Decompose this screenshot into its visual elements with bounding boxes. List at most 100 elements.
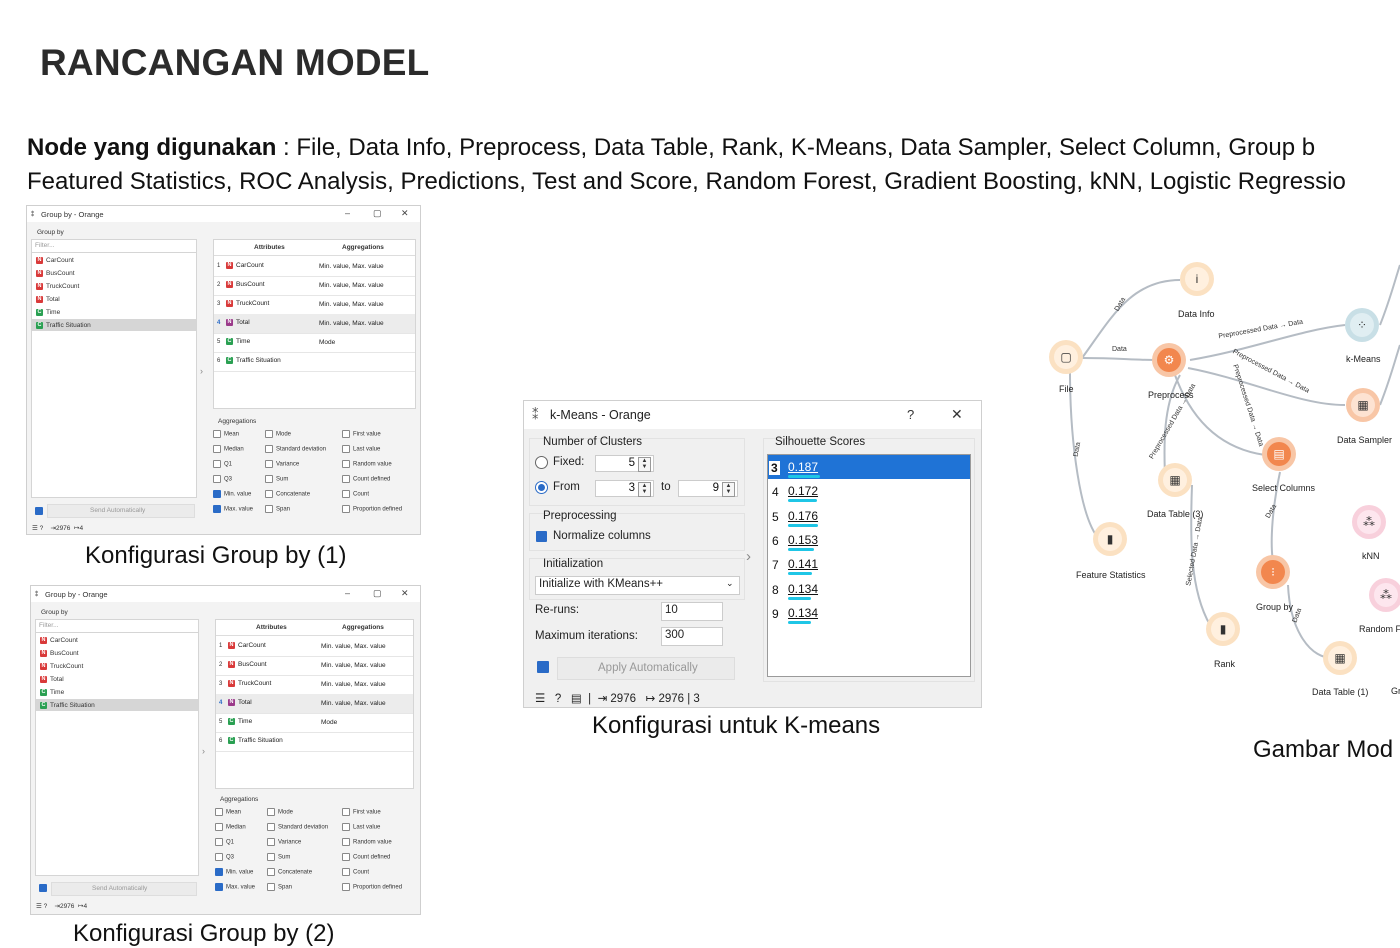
node-data-sampler[interactable]: ▦ [1346, 388, 1380, 422]
fixed-spinbox[interactable]: 5▲▼ [595, 455, 654, 472]
spin-arrows-icon[interactable]: ▲▼ [638, 482, 651, 497]
node-data-table-1[interactable]: ▦ [1323, 641, 1357, 675]
agg-checkbox[interactable]: Mean [215, 808, 241, 816]
agg-checkbox[interactable]: Standard deviation [265, 445, 326, 453]
send-automatically-button[interactable]: Send Automatically [51, 882, 197, 896]
agg-checkbox[interactable]: Count [342, 868, 369, 876]
agg-checkbox[interactable]: Span [267, 883, 292, 891]
send-automatically-button[interactable]: Send Automatically [47, 504, 195, 518]
splitter-arrow-icon[interactable]: › [200, 366, 203, 376]
agg-checkbox[interactable]: Random value [342, 460, 392, 468]
agg-checkbox[interactable]: Min. value [215, 868, 253, 876]
agg-checkbox[interactable]: Concatenate [267, 868, 312, 876]
agg-checkbox[interactable]: Span [265, 505, 290, 513]
filter-input[interactable]: Filter... [35, 619, 199, 633]
maximize-button[interactable]: ▢ [373, 588, 382, 598]
node-knn[interactable]: ⁂ [1352, 505, 1386, 539]
node-rank[interactable]: ▮ [1206, 612, 1240, 646]
agg-checkbox[interactable]: Count defined [342, 475, 390, 483]
agg-checkbox[interactable]: Q1 [215, 838, 234, 846]
agg-checkbox[interactable]: Q3 [215, 853, 234, 861]
reruns-input[interactable]: 10 [661, 602, 723, 621]
agg-checkbox[interactable]: Last value [342, 445, 380, 453]
maxiter-input[interactable]: 300 [661, 627, 723, 646]
agg-checkbox[interactable]: First value [342, 430, 381, 438]
node-feature-statistics[interactable]: ▮ [1093, 522, 1127, 556]
init-dropdown[interactable]: Initialize with KMeans++ ⌄ [535, 576, 740, 595]
apply-auto-checkbox[interactable] [537, 661, 549, 673]
agg-checkbox[interactable]: Proportion defined [342, 883, 402, 891]
agg-checkbox[interactable]: Concatenate [265, 490, 310, 498]
agg-checkbox[interactable]: Max. value [213, 505, 253, 513]
agg-checkbox[interactable]: Mode [265, 430, 291, 438]
help-button[interactable]: ? [907, 407, 915, 422]
agg-checkbox[interactable]: Sum [265, 475, 288, 483]
splitter-arrow-icon[interactable]: › [746, 548, 751, 565]
agg-checkbox[interactable]: Standard deviation [267, 823, 328, 831]
agg-checkbox[interactable]: Median [213, 445, 244, 453]
spin-arrows-icon[interactable]: ▲▼ [722, 482, 735, 497]
agg-checkbox[interactable]: Max. value [215, 883, 255, 891]
node-data-info[interactable]: i [1180, 262, 1214, 296]
close-button[interactable]: ✕ [401, 588, 409, 598]
from-spinbox[interactable]: 3▲▼ [595, 480, 654, 497]
close-button[interactable]: ✕ [401, 208, 409, 218]
agg-checkbox[interactable]: Variance [265, 460, 299, 468]
agg-checkbox[interactable]: Sum [267, 853, 290, 861]
help-icon[interactable]: ? [39, 525, 44, 532]
maximize-button[interactable]: ▢ [373, 208, 382, 218]
splitter-arrow-icon[interactable]: › [202, 746, 205, 756]
to-spinbox[interactable]: 9▲▼ [678, 480, 738, 497]
agg-checkbox[interactable]: Count [342, 490, 369, 498]
agg-checkbox[interactable]: Count defined [342, 853, 390, 861]
node-preprocess[interactable]: ⚙ [1152, 343, 1186, 377]
agg-checkbox[interactable]: Q1 [213, 460, 232, 468]
agg-checkbox[interactable]: First value [342, 808, 381, 816]
filter-input[interactable]: Filter... [31, 239, 197, 253]
minimize-button[interactable]: – [345, 588, 351, 598]
from-radio[interactable] [535, 481, 548, 494]
agg-checkbox[interactable]: Mean [213, 430, 239, 438]
agg-checkbox[interactable]: Variance [267, 838, 301, 846]
close-button[interactable]: ✕ [951, 406, 963, 422]
agg-checkbox[interactable]: Q3 [213, 475, 232, 483]
agg-checkbox[interactable]: Random value [342, 838, 392, 846]
agg-checkbox[interactable]: Median [215, 823, 246, 831]
node-file[interactable]: ▢ [1049, 340, 1083, 374]
agg-checkbox[interactable]: Mode [267, 808, 293, 816]
fixed-radio[interactable] [535, 456, 548, 469]
minimize-button[interactable]: – [345, 208, 351, 218]
node-kmeans[interactable]: ⁘ [1345, 308, 1379, 342]
agg-checkbox[interactable]: Last value [342, 823, 380, 831]
